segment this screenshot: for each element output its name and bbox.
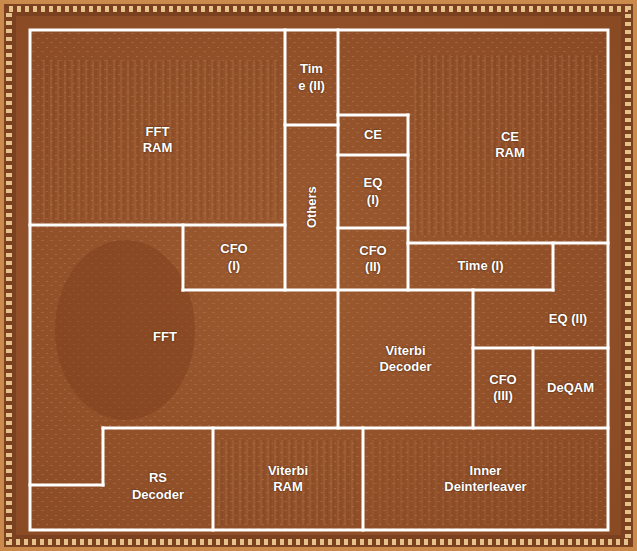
block-label: Time (II): [297, 61, 327, 94]
block-label: Viterbi RAM: [257, 463, 319, 496]
block-label: Time (I): [458, 258, 504, 274]
block-label: RS Decoder: [127, 470, 189, 503]
floorplan-block: DeQAM: [535, 350, 606, 426]
floorplan-block: FFT: [90, 300, 240, 375]
block-label: DeQAM: [547, 380, 594, 396]
floorplan-block: Inner Deinterleaver: [365, 430, 606, 528]
floorplan-block: CFO (I): [185, 227, 283, 288]
floorplan-block: Time (I): [410, 245, 551, 288]
block-label: Others: [303, 187, 319, 229]
floorplan-block: Viterbi Decoder: [340, 292, 471, 426]
block-label: FFT: [153, 329, 177, 345]
block-label: CFO (II): [353, 243, 393, 276]
floorplan-block: EQ (I): [340, 157, 406, 226]
floorplan-block: FFT RAM: [40, 60, 275, 220]
block-label: EQ (I): [356, 175, 390, 208]
floorplan-block: RS Decoder: [105, 445, 211, 528]
block-label: Viterbi Decoder: [371, 343, 441, 376]
floorplan-block: CFO (III): [475, 350, 531, 426]
block-label: CFO (III): [483, 372, 523, 405]
block-label: CE RAM: [488, 129, 532, 162]
block-label: Inner Deinterleaver: [431, 463, 541, 496]
block-label: CFO (I): [214, 241, 254, 274]
floorplan-block: CFO (II): [340, 230, 406, 288]
floorplan-block: Time (II): [287, 32, 336, 123]
block-label: FFT RAM: [136, 124, 180, 157]
floorplan-block: CE RAM: [420, 60, 600, 230]
block-label: CE: [364, 127, 382, 143]
floorplan-block: Viterbi RAM: [215, 430, 361, 528]
floorplan-block: EQ (II): [530, 292, 606, 346]
floorplan-block: Others: [287, 127, 336, 288]
floorplan-block: CE: [340, 117, 406, 153]
block-label: EQ (II): [549, 311, 587, 327]
